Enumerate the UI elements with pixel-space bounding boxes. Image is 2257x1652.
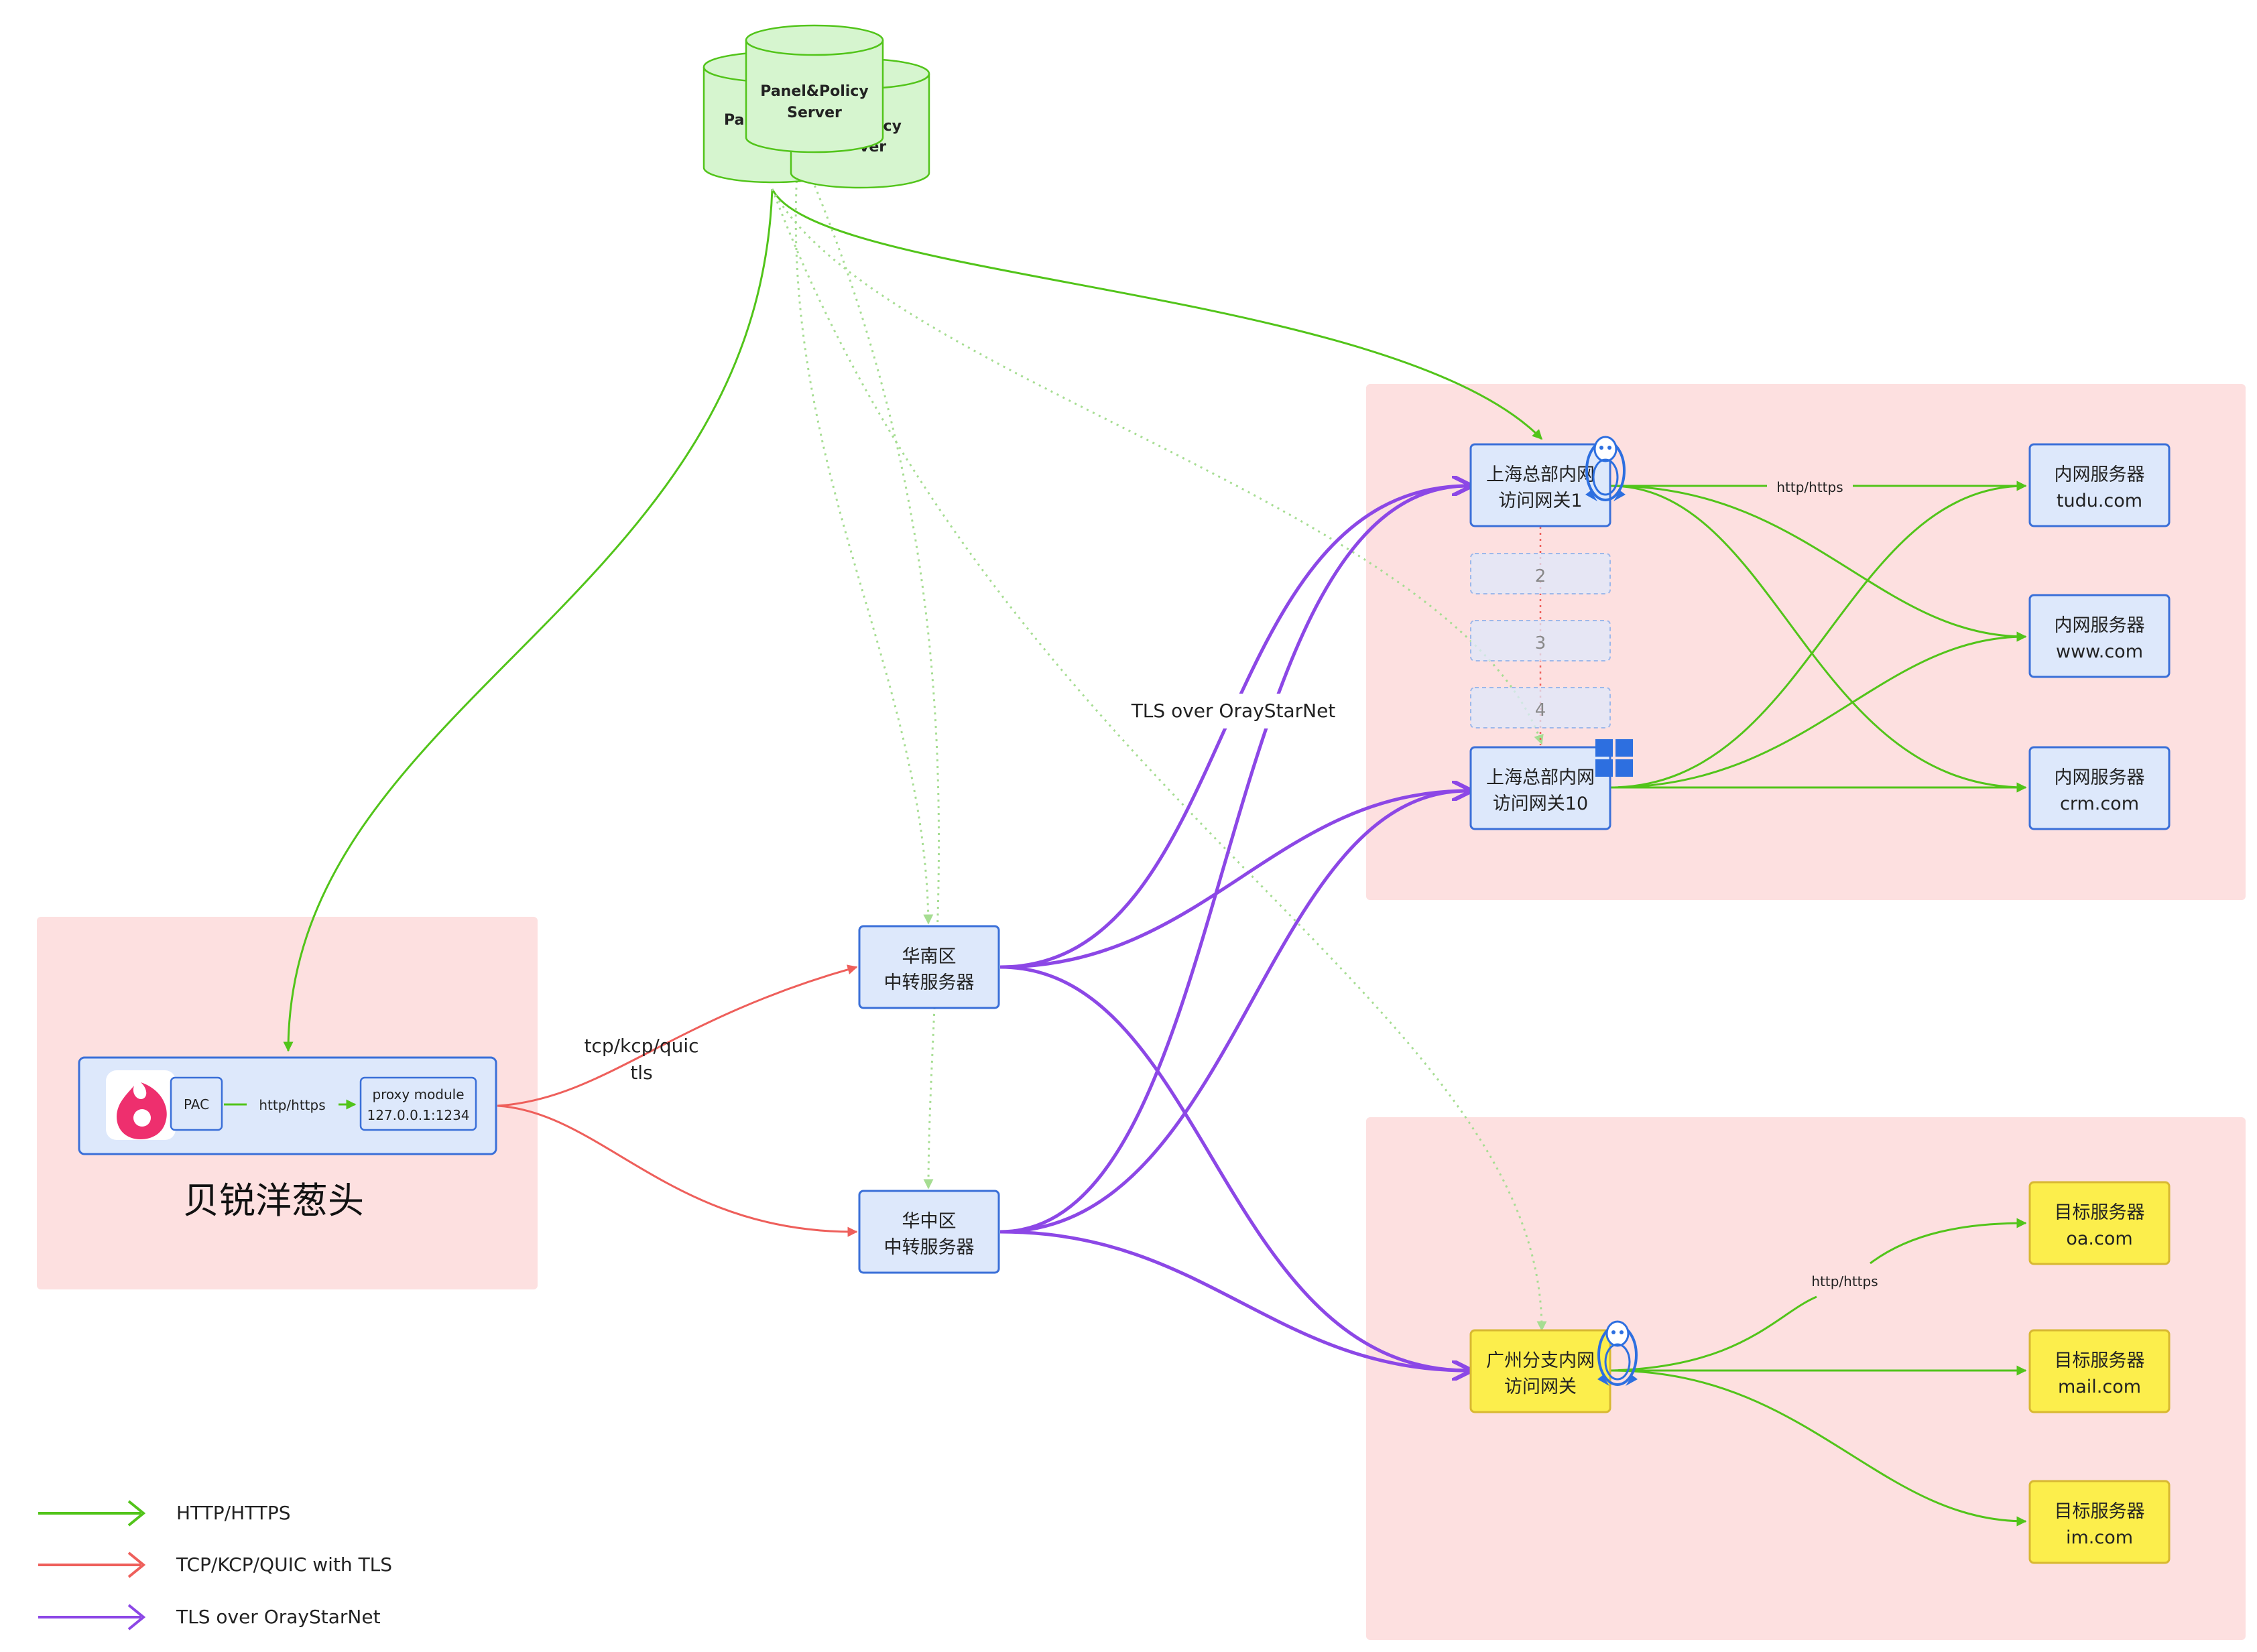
server-crm[interactable]: 内网服务器 crm.com: [2028, 746, 2171, 830]
svg-text:目标服务器: 目标服务器: [2055, 1350, 2145, 1371]
relay-south-china[interactable]: 华南区 中转服务器: [858, 925, 1000, 1009]
ghost-gateway-2: 2: [1470, 553, 1611, 594]
svg-text:内网服务器: 内网服务器: [2055, 767, 2145, 788]
guangzhou-http-label: http/https: [1811, 1273, 1878, 1289]
shanghai-gateway-1-label-2: 访问网关1: [1498, 491, 1582, 511]
ghost-gateway-4: 4: [1470, 687, 1611, 728]
target-oa[interactable]: 目标服务器 oa.com: [2028, 1181, 2171, 1265]
tcp-label-1: tcp/kcp/quic: [584, 1035, 698, 1057]
relay-south-china-label-1: 华南区: [902, 946, 957, 967]
client-app[interactable]: PAC http/https proxy module 127.0.0.1:12…: [78, 1056, 497, 1155]
guangzhou-http-lines: [1609, 1218, 2027, 1527]
onion-logo-icon: [106, 1070, 176, 1140]
shanghai-gateway-10[interactable]: 上海总部内网 访问网关10: [1469, 746, 1611, 830]
target-mail[interactable]: 目标服务器 mail.com: [2028, 1329, 2171, 1413]
relay-central-china[interactable]: 华中区 中转服务器: [858, 1190, 1000, 1274]
svg-text:oa.com: oa.com: [2066, 1228, 2132, 1249]
guangzhou-gateway[interactable]: 广州分支内网 访问网关: [1469, 1329, 1611, 1413]
guangzhou-gateway-label-2: 访问网关: [1504, 1377, 1577, 1397]
svg-text:2: 2: [1535, 566, 1546, 586]
db-front-label-1: Panel&Policy: [760, 83, 868, 100]
linux-penguin-icon: [1585, 436, 1626, 501]
pac-box: [170, 1076, 223, 1131]
tcp-label-2: tls: [630, 1062, 652, 1084]
proxy-module-address: 127.0.0.1:1234: [367, 1107, 469, 1123]
db-cylinder-front: [745, 24, 884, 153]
policy-lines: [283, 188, 1543, 1052]
svg-text:内网服务器: 内网服务器: [2055, 464, 2145, 485]
legend: HTTP/HTTPS TCP/KCP/QUIC with TLS TLS ove…: [38, 1500, 392, 1631]
relay-south-china-label-2: 中转服务器: [884, 972, 975, 993]
panel-policy-server: Par icy ver Panel&Policy Server: [703, 24, 930, 189]
guangzhou-gateway-label-1: 广州分支内网: [1486, 1350, 1595, 1371]
svg-text:TCP/KCP/QUIC with TLS: TCP/KCP/QUIC with TLS: [176, 1553, 392, 1576]
svg-text:crm.com: crm.com: [2060, 793, 2139, 814]
ghost-gateway-3: 3: [1470, 620, 1611, 661]
svg-text:目标服务器: 目标服务器: [2055, 1501, 2145, 1522]
legend-item-tls: TLS over OrayStarNet: [38, 1604, 381, 1631]
svg-text:内网服务器: 内网服务器: [2055, 615, 2145, 636]
svg-text:im.com: im.com: [2066, 1527, 2133, 1548]
policy-dotted-lines: [771, 160, 1547, 1332]
svg-text:TLS over OrayStarNet: TLS over OrayStarNet: [176, 1606, 381, 1628]
pac-link-label: http/https: [259, 1097, 325, 1113]
proxy-module-label: proxy module: [372, 1086, 464, 1102]
pac-label: PAC: [184, 1096, 209, 1113]
client-name: 贝锐洋葱头: [183, 1180, 364, 1222]
svg-text:tudu.com: tudu.com: [2057, 491, 2142, 511]
relay-central-china-label-2: 中转服务器: [884, 1237, 975, 1258]
svg-text:www.com: www.com: [2056, 641, 2143, 662]
svg-text:3: 3: [1535, 633, 1546, 653]
legend-item-tcp: TCP/KCP/QUIC with TLS: [38, 1551, 392, 1578]
linux-penguin-icon: [1597, 1320, 1638, 1386]
shanghai-http-label: http/https: [1776, 479, 1843, 495]
server-tudu[interactable]: 内网服务器 tudu.com: [2028, 443, 2171, 527]
shanghai-gateway-1[interactable]: 上海总部内网 访问网关1: [1469, 443, 1611, 527]
shanghai-gateway-10-label-2: 访问网关10: [1493, 793, 1588, 814]
relay-central-china-label-1: 华中区: [902, 1211, 957, 1232]
svg-text:HTTP/HTTPS: HTTP/HTTPS: [176, 1502, 291, 1524]
proxy-module-box: [359, 1076, 477, 1131]
tls-label: TLS over OrayStarNet: [1131, 700, 1336, 722]
shanghai-gateway-1-label-1: 上海总部内网: [1486, 464, 1595, 485]
tcp-lines: [497, 964, 858, 1237]
svg-text:mail.com: mail.com: [2058, 1377, 2141, 1397]
server-www[interactable]: 内网服务器 www.com: [2028, 594, 2171, 678]
svg-text:4: 4: [1535, 700, 1546, 720]
windows-icon: [1595, 739, 1633, 777]
guangzhou-zone: [1366, 1117, 2246, 1640]
legend-item-http: HTTP/HTTPS: [38, 1500, 291, 1527]
svg-text:目标服务器: 目标服务器: [2055, 1202, 2145, 1223]
shanghai-gateway-10-label-1: 上海总部内网: [1486, 767, 1595, 788]
db-front-label-2: Server: [787, 105, 842, 121]
target-im[interactable]: 目标服务器 im.com: [2028, 1480, 2171, 1564]
tls-lines: [999, 486, 1468, 1371]
shanghai-http-lines: [1609, 481, 2027, 793]
